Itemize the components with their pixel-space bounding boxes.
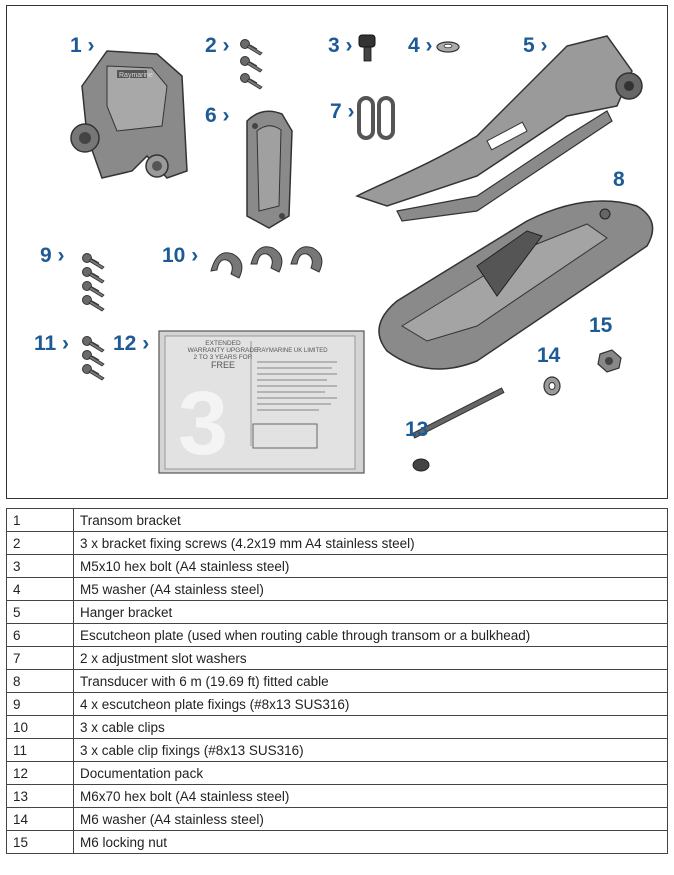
m6-washer-drawing bbox=[543, 376, 561, 396]
part-description: Escutcheon plate (used when routing cabl… bbox=[73, 623, 668, 647]
part-number: 14 bbox=[6, 807, 74, 831]
part-description: 3 x cable clip fixings (#8x13 SUS316) bbox=[73, 738, 668, 762]
cable-clip-fixings-drawing bbox=[81, 335, 105, 381]
m5-bolt-drawing bbox=[358, 34, 376, 62]
part-number: 4 bbox=[6, 577, 74, 601]
part-number: 12 bbox=[6, 761, 74, 785]
transom-bracket-drawing: Raymarine bbox=[70, 50, 188, 179]
callout-15: 15 bbox=[589, 314, 613, 337]
warranty-line-3: 2 TO 3 YEARS FOR bbox=[194, 354, 253, 361]
part-description: 3 x bracket fixing screws (4.2x19 mm A4 … bbox=[73, 531, 668, 555]
warranty-line-1: EXTENDED bbox=[205, 340, 241, 347]
callout-14: 14 bbox=[537, 344, 561, 367]
callout-2: 2 › bbox=[205, 34, 230, 57]
part-number: 1 bbox=[6, 508, 74, 532]
part-description: 2 x adjustment slot washers bbox=[73, 646, 668, 670]
callout-6: 6 › bbox=[205, 104, 230, 127]
part-description: Transducer with 6 m (19.69 ft) fitted ca… bbox=[73, 669, 668, 693]
warranty-line-2: WARRANTY UPGRADE bbox=[188, 347, 259, 354]
callout-13: 13 bbox=[405, 418, 429, 441]
escutcheon-plate-drawing bbox=[246, 110, 293, 229]
doc-pack-big-number: 3 bbox=[178, 374, 228, 474]
cable-clips-drawing bbox=[210, 246, 323, 279]
documentation-pack-drawing: EXTENDED WARRANTY UPGRADE 2 TO 3 YEARS F… bbox=[158, 330, 365, 474]
part-number: 11 bbox=[6, 738, 74, 762]
part-number: 3 bbox=[6, 554, 74, 578]
part-description: Transom bracket bbox=[73, 508, 668, 532]
part-number: 7 bbox=[6, 646, 74, 670]
callout-10: 10 › bbox=[162, 244, 199, 267]
parts-illustration: Raymarine bbox=[6, 5, 668, 499]
part-number: 13 bbox=[6, 784, 74, 808]
callout-8: 8 bbox=[613, 168, 625, 191]
m6-bolt-drawing bbox=[411, 387, 505, 472]
callout-5: 5 › bbox=[523, 34, 548, 57]
bracket-logo: Raymarine bbox=[119, 72, 153, 79]
part-number: 8 bbox=[6, 669, 74, 693]
part-number: 5 bbox=[6, 600, 74, 624]
part-description: 4 x escutcheon plate fixings (#8x13 SUS3… bbox=[73, 692, 668, 716]
callout-1: 1 › bbox=[70, 34, 95, 57]
callout-3: 3 › bbox=[328, 34, 353, 57]
callout-12: 12 › bbox=[113, 332, 150, 355]
part-description: M6 washer (A4 stainless steel) bbox=[73, 807, 668, 831]
hanger-bracket-drawing bbox=[355, 35, 643, 222]
m5-washer-drawing bbox=[436, 41, 460, 53]
warranty-line-4: FREE bbox=[211, 360, 235, 370]
part-number: 15 bbox=[6, 830, 74, 854]
slot-washers-drawing bbox=[357, 96, 395, 140]
part-number: 6 bbox=[6, 623, 74, 647]
callout-9: 9 › bbox=[40, 244, 65, 267]
part-description: M6x70 hex bolt (A4 stainless steel) bbox=[73, 784, 668, 808]
part-description: 3 x cable clips bbox=[73, 715, 668, 739]
callout-4: 4 › bbox=[408, 34, 433, 57]
part-number: 9 bbox=[6, 692, 74, 716]
transducer-drawing bbox=[378, 200, 654, 370]
doc-pack-company: RAYMARINE UK LIMITED bbox=[257, 348, 328, 354]
callout-7: 7 › bbox=[330, 100, 355, 123]
part-number: 10 bbox=[6, 715, 74, 739]
escutcheon-fixings-drawing bbox=[81, 252, 105, 312]
part-description: M5x10 hex bolt (A4 stainless steel) bbox=[73, 554, 668, 578]
callout-11: 11 › bbox=[34, 332, 70, 355]
part-description: M6 locking nut bbox=[73, 830, 668, 854]
part-number: 2 bbox=[6, 531, 74, 555]
part-description: Hanger bracket bbox=[73, 600, 668, 624]
parts-drawing: Raymarine bbox=[70, 34, 654, 474]
locking-nut-drawing bbox=[597, 349, 622, 373]
part-description: M5 washer (A4 stainless steel) bbox=[73, 577, 668, 601]
bracket-screws-drawing bbox=[239, 38, 263, 90]
part-description: Documentation pack bbox=[73, 761, 668, 785]
